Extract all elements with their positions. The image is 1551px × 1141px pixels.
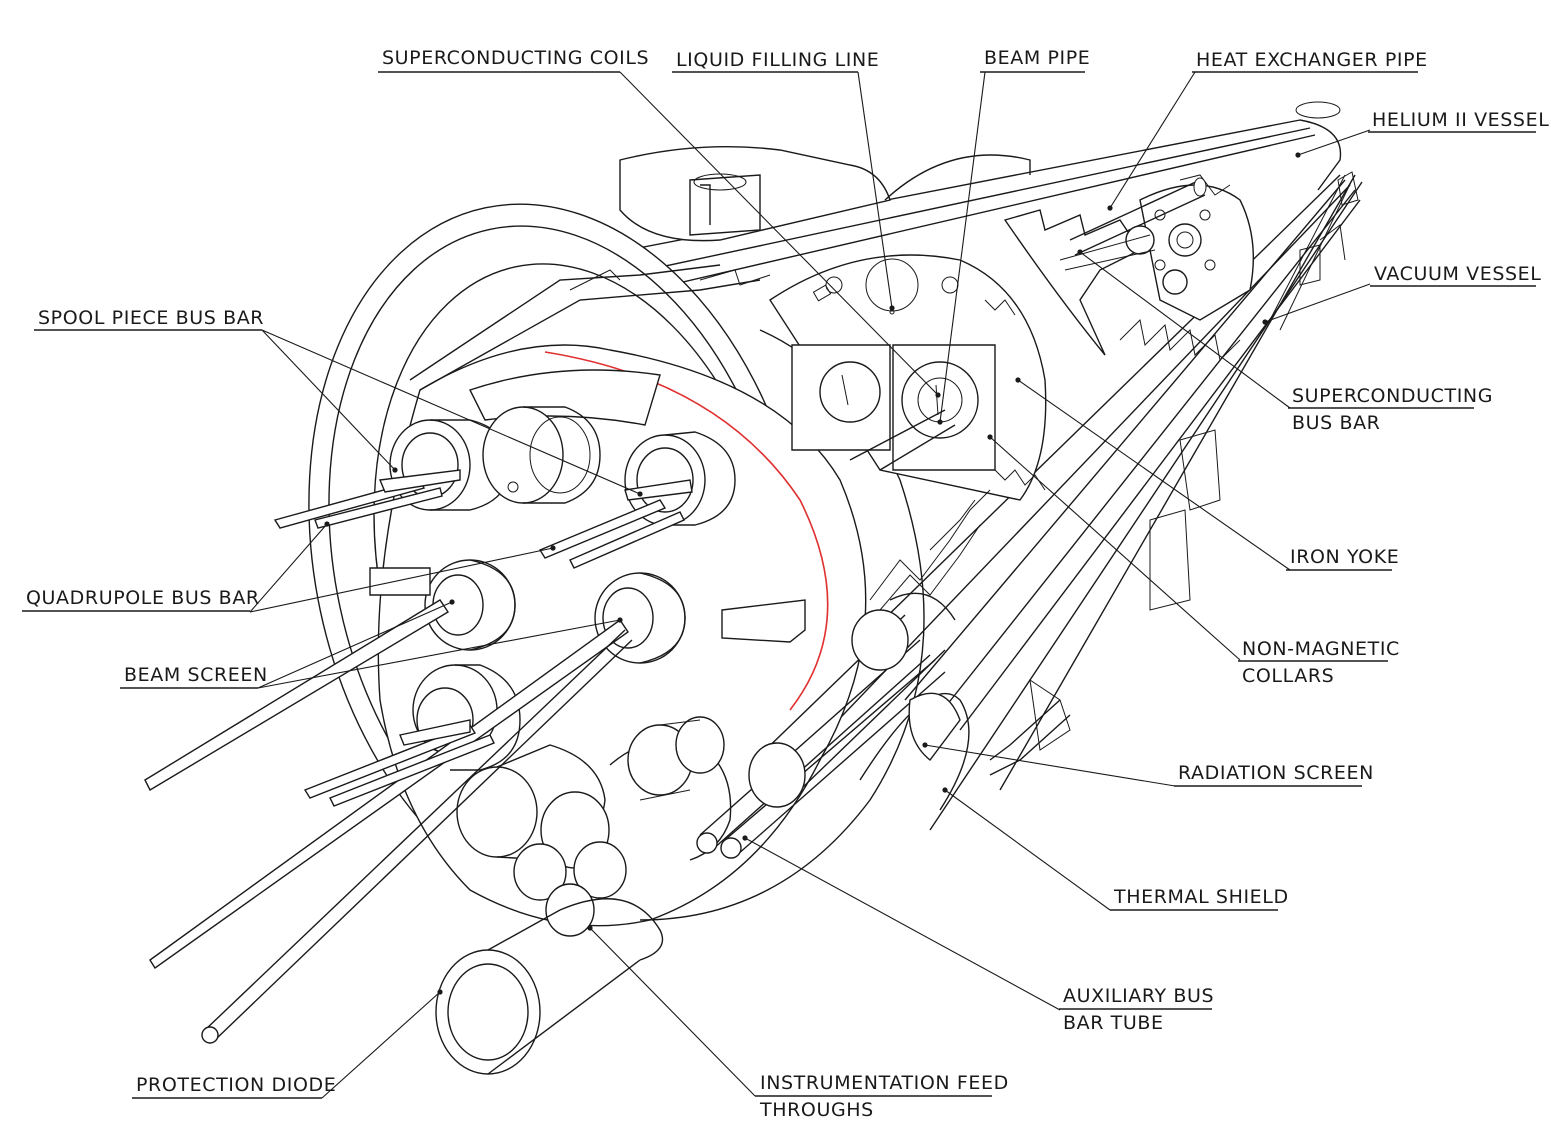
label-thermal-shield: THERMAL SHIELD: [1113, 886, 1289, 908]
front-face-components: [144, 369, 1071, 1075]
labels: SUPERCONDUCTING COILS LIQUID FILLING LIN…: [22, 47, 1549, 1121]
label-auxiliary-bus-bar-tube-line2: BAR TUBE: [1063, 1012, 1164, 1034]
label-quadrupole-bus-bar: QUADRUPOLE BUS BAR: [26, 587, 260, 609]
label-protection-diode: PROTECTION DIODE: [136, 1074, 336, 1096]
label-helium-ii-vessel: HELIUM II VESSEL: [1372, 109, 1549, 131]
label-auxiliary-bus-bar-tube-line1: AUXILIARY BUS: [1063, 985, 1214, 1007]
label-iron-yoke: IRON YOKE: [1290, 546, 1399, 568]
label-radiation-screen: RADIATION SCREEN: [1178, 762, 1374, 784]
label-non-magnetic-collars-line1: NON-MAGNETIC: [1242, 638, 1400, 660]
label-superconducting-coils: SUPERCONDUCTING COILS: [382, 47, 649, 69]
vessel-top-flange: [619, 145, 1031, 242]
label-heat-exchanger-pipe: HEAT EXCHANGER PIPE: [1196, 49, 1428, 71]
label-superconducting-bus-bar-line2: BUS BAR: [1292, 412, 1380, 434]
heat-exchanger-section: [1003, 174, 1254, 362]
label-instrumentation-feed-throughs-line2: THROUGHS: [759, 1099, 874, 1121]
label-liquid-filling-line: LIQUID FILLING LINE: [676, 49, 879, 71]
leader-lines: [249, 71, 1371, 1099]
shell-layers: [409, 264, 991, 611]
label-beam-pipe: BEAM PIPE: [984, 47, 1090, 69]
iron-yoke-disc: [769, 254, 1047, 501]
label-spool-piece-bus-bar: SPOOL PIECE BUS BAR: [38, 307, 264, 329]
label-instrumentation-feed-throughs-line1: INSTRUMENTATION FEED: [760, 1072, 1009, 1094]
label-superconducting-bus-bar-line1: SUPERCONDUCTING: [1292, 385, 1493, 407]
label-non-magnetic-collars-line2: COLLARS: [1242, 665, 1334, 687]
label-vacuum-vessel: VACUUM VESSEL: [1374, 263, 1541, 285]
label-beam-screen: BEAM SCREEN: [124, 664, 268, 686]
